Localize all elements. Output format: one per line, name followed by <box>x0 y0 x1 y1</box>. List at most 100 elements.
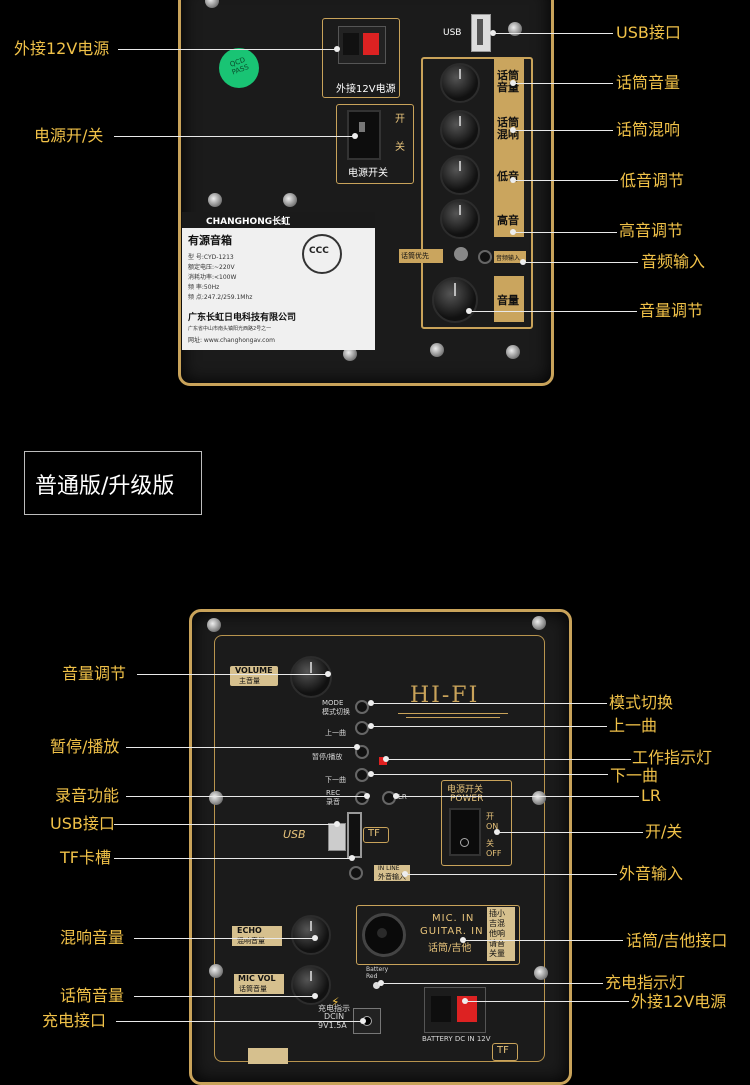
mic-priority-button[interactable] <box>454 247 468 261</box>
ext-power-connector-box <box>322 18 400 98</box>
echo-cn: 混响音量 <box>237 937 265 945</box>
power-word: POWER <box>450 794 484 804</box>
callout-dot <box>364 793 370 799</box>
volume-knob[interactable] <box>290 656 332 698</box>
callout-mode: 模式切换 <box>609 693 674 712</box>
ext-power-label: 外接12V电源 <box>336 84 396 95</box>
callout-line <box>523 262 638 263</box>
mode-label: MODE <box>322 699 344 707</box>
screw-icon <box>506 345 520 359</box>
screw-icon <box>532 616 546 630</box>
screw-icon <box>209 964 223 978</box>
callout-lr: LR <box>641 786 662 805</box>
prev-button[interactable] <box>355 721 369 735</box>
screw-icon <box>207 618 221 632</box>
bottom-tf-badge: TF <box>492 1043 518 1061</box>
product-name: 有源音箱 <box>188 234 232 247</box>
tf-slot[interactable] <box>347 812 362 858</box>
rec-label: REC <box>326 789 341 797</box>
bass-knob[interactable] <box>440 155 480 195</box>
qc-pass-sticker: QCD PASS <box>219 48 259 88</box>
mic-volume-knob[interactable] <box>440 63 480 103</box>
callout-dot <box>334 821 340 827</box>
line-in-badge: IN LINE 外音输入 <box>374 865 410 881</box>
tf-badge: TF <box>363 827 389 843</box>
master-volume-knob[interactable] <box>432 277 478 323</box>
charge-bolt-icon: ⚡ <box>331 995 340 1009</box>
treble-knob[interactable] <box>440 199 480 239</box>
next-cn: 下一曲 <box>325 776 346 784</box>
callout-line <box>497 832 643 833</box>
power-box-title: 电源开关 <box>447 785 484 795</box>
screw-icon <box>532 791 546 805</box>
company-name: 广东长虹日电科技有限公司 <box>188 313 297 323</box>
spec-line: 型 号:CYD-1213 <box>188 254 234 261</box>
callout-volume-adjust: 音量调节 <box>62 664 127 683</box>
switch-on-text: 开 <box>395 114 405 125</box>
callout-dot <box>349 855 355 861</box>
screw-icon <box>283 193 297 207</box>
power-switch-text: 电源开关 <box>348 168 388 179</box>
prev-cn: 上一曲 <box>325 729 346 737</box>
callout-mic-echo: 话筒混响 <box>616 120 681 139</box>
next-button[interactable] <box>355 768 369 782</box>
ccc-mark: CCC <box>302 234 342 274</box>
callout-line <box>381 983 603 984</box>
power-switch[interactable] <box>347 110 381 160</box>
audio-in-text: 音频输入 <box>496 255 521 262</box>
audio-in-jack[interactable] <box>478 250 492 264</box>
echo-knob[interactable] <box>291 915 331 955</box>
callout-line <box>513 130 613 131</box>
power-switch-box <box>336 104 414 184</box>
bottom-tf-text: TF <box>497 1045 509 1056</box>
rec-cn: 录音 <box>326 798 340 806</box>
battery-dc-label: BATTERY DC IN 12V <box>422 1035 491 1043</box>
callout-line <box>116 1021 362 1022</box>
callout-rec: 录音功能 <box>55 786 120 805</box>
callout-ext-power: 外接12V电源 <box>14 39 110 58</box>
dc-spec: 9V1.5A <box>318 1021 347 1030</box>
callout-line <box>118 49 336 50</box>
echo-badge: ECHO 混响音量 <box>232 926 282 946</box>
mic-volume-knob[interactable] <box>291 965 331 1005</box>
callout-ext-power: 外接12V电源 <box>631 992 727 1011</box>
mic-priority-box: 话筒优先 <box>399 249 443 263</box>
power-rocker-switch[interactable] <box>449 808 481 856</box>
mode-button[interactable] <box>355 700 369 714</box>
callout-charge-port: 充电接口 <box>42 1011 107 1030</box>
screw-icon <box>534 966 548 980</box>
callout-line <box>134 996 314 997</box>
line-in-jack[interactable] <box>349 866 363 880</box>
power-box <box>441 780 512 866</box>
callout-line <box>371 726 607 727</box>
power-terminal <box>338 26 386 64</box>
callout-dot <box>352 133 358 139</box>
callout-line <box>469 311 637 312</box>
usb-port[interactable] <box>471 14 491 52</box>
usb-port[interactable] <box>328 823 346 851</box>
callout-treble: 高音调节 <box>619 221 684 240</box>
screw-icon <box>343 347 357 361</box>
callout-mic-volume: 话筒音量 <box>60 986 125 1005</box>
amplifier-board-bottom <box>189 609 572 1085</box>
callout-play-pause: 暂停/播放 <box>50 737 120 756</box>
callout-usb: USB接口 <box>50 814 115 833</box>
echo-label: ECHO <box>237 926 262 935</box>
usb-text: USB <box>283 828 306 841</box>
micvol-badge: MIC VOL 话筒音量 <box>234 974 284 994</box>
mic-guitar-cn: 话筒/吉他 <box>428 943 472 954</box>
callout-audio-in: 音频输入 <box>641 252 706 271</box>
line-in-cn: 外音输入 <box>378 873 406 881</box>
callout-dot <box>312 993 318 999</box>
callout-volume-adjust: 音量调节 <box>639 301 704 320</box>
mic-guitar-jack[interactable] <box>362 913 406 957</box>
callout-charge-led: 充电指示灯 <box>605 973 686 992</box>
volume-badge: VOLUME 主音量 <box>230 666 278 686</box>
mic-echo-knob[interactable] <box>440 110 480 150</box>
ccc-text: CCC <box>309 246 329 256</box>
battery-terminal[interactable] <box>424 987 486 1033</box>
volume-gold-strip <box>494 276 524 322</box>
tf-text: TF <box>368 828 380 839</box>
hifi-title: HI-FI <box>410 683 480 708</box>
callout-line <box>126 747 356 748</box>
